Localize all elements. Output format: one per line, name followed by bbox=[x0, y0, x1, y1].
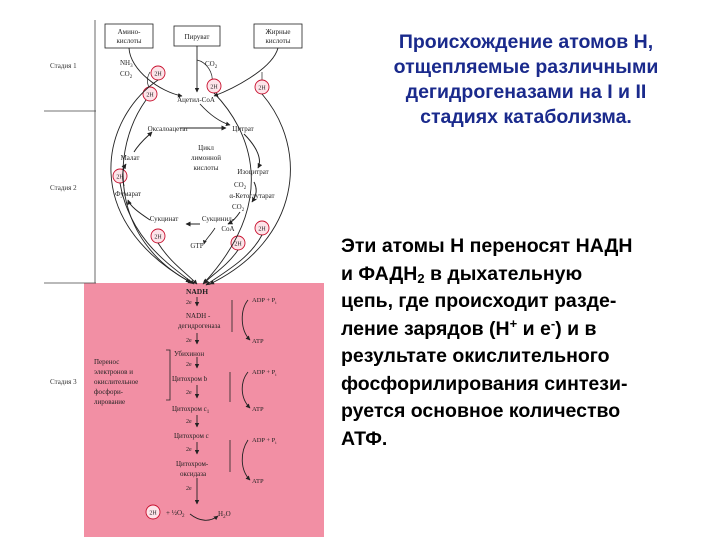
amino-acids-label-2: кислоты bbox=[117, 37, 142, 45]
stage-1-label: Стадия 1 bbox=[50, 62, 77, 70]
gtp-arrow bbox=[202, 227, 216, 245]
half-o2-label: + ½O2 bbox=[166, 509, 185, 519]
svg-text:2e: 2e bbox=[186, 390, 192, 396]
transfer-label-5: лирование bbox=[94, 398, 125, 406]
slide-title: Происхождение атомов Н, отщепляемые разл… bbox=[336, 30, 716, 130]
catabolism-diagram: Стадия 1 Стадия 2 Стадия 3 Амино- кислот… bbox=[44, 20, 324, 537]
succinate-label: Сукцинат bbox=[150, 215, 179, 223]
desc-line-5: результате окислительного bbox=[341, 345, 610, 367]
ubiquinone-label: Убихинон bbox=[174, 350, 204, 358]
chain-bracket-lines bbox=[229, 300, 233, 472]
desc-line-7: руется основное количество bbox=[341, 400, 621, 422]
cytochrome-oxidase-label-2: оксидаза bbox=[180, 470, 207, 478]
desc-line-3: цепь, где происходит разде- bbox=[341, 290, 617, 312]
stage-3-label: Стадия 3 bbox=[50, 378, 77, 386]
isocitrate-label: Изоцитрат bbox=[237, 168, 268, 176]
svg-text:2e: 2e bbox=[186, 486, 192, 492]
co2-label-cycle-2: CO2 bbox=[232, 203, 245, 213]
succinyl-coa-label-2: СоА bbox=[221, 225, 234, 233]
nadh-dehydrogenase-label-2: дегидрогеназа bbox=[178, 322, 221, 330]
stage-2-label: Стадия 2 bbox=[50, 184, 77, 192]
cytochrome-b-label: Цитохром b bbox=[172, 375, 208, 383]
svg-text:2H: 2H bbox=[258, 86, 266, 92]
svg-text:2e: 2e bbox=[186, 362, 192, 368]
svg-text:2H: 2H bbox=[116, 175, 124, 181]
svg-text:2H: 2H bbox=[210, 85, 218, 91]
desc-line-8: АТФ. bbox=[341, 427, 388, 450]
svg-text:2e: 2e bbox=[186, 419, 192, 425]
ketoglutarate-label: α-Кетоглутарат bbox=[229, 192, 274, 200]
svg-text:2H: 2H bbox=[258, 227, 266, 233]
adp-label-2: ADP + Pi bbox=[252, 369, 277, 377]
transfer-label-3: окислительное bbox=[94, 378, 138, 386]
adp-atp-arrows bbox=[241, 299, 251, 481]
title-line-3: дегидрогеназами на I и II bbox=[405, 81, 647, 103]
svg-text:2H: 2H bbox=[154, 235, 162, 241]
two-h-circle-fatty: 2H bbox=[254, 79, 270, 95]
amino-acids-label-1: Амино- bbox=[118, 28, 141, 36]
nadh-label: NADH bbox=[186, 287, 208, 296]
desc-line-6: фосфорилирования синтези- bbox=[341, 372, 628, 395]
stage-boundaries bbox=[44, 20, 96, 284]
adp-label-3: ADP + Pi bbox=[252, 437, 277, 445]
cytochrome-oxidase-label-1: Цитохром- bbox=[176, 460, 209, 468]
atp-label-1: ATP bbox=[252, 338, 264, 345]
desc-line-4: ление зарядов (Н+ и е-) и в bbox=[341, 315, 597, 340]
two-h-circle-malate: 2H bbox=[112, 168, 128, 184]
two-h-circle-ketoglutarate: 2H bbox=[254, 220, 270, 236]
two-h-circle-pyruvate: 2H bbox=[206, 78, 222, 94]
fatty-acids-label-1: Жирные bbox=[265, 28, 290, 36]
two-h-circle-oxygen: 2H bbox=[145, 504, 161, 520]
co2-label-stage1-left: CO2 bbox=[120, 70, 133, 80]
gtp-label: GTP bbox=[190, 242, 203, 250]
citrate-label: Цитрат bbox=[232, 125, 253, 133]
desc-line-1: Эти атомы Н переносят НАДН bbox=[341, 235, 633, 257]
fatty-acids-label-2: кислоты bbox=[266, 37, 291, 45]
svg-text:2H: 2H bbox=[149, 511, 157, 517]
co2-label-stage1-right: CO2 bbox=[205, 60, 218, 70]
adp-label-1: ADP + Pi bbox=[252, 297, 277, 305]
cycle-center-1: Цикл bbox=[198, 144, 214, 152]
cycle-center-2: лимонной bbox=[191, 154, 221, 162]
stage3-background bbox=[84, 283, 324, 537]
svg-text:2e: 2e bbox=[186, 338, 192, 344]
h2o-label: H2O bbox=[218, 510, 231, 520]
co2-label-cycle-1: CO2 bbox=[234, 181, 247, 191]
malate-label: Малат bbox=[121, 154, 140, 162]
transfer-label-4: фосфори- bbox=[94, 388, 124, 396]
two-h-circle-amino: 2H bbox=[150, 65, 166, 81]
cycle-center-3: кислоты bbox=[194, 164, 219, 172]
title-line-1: Происхождение атомов Н, bbox=[398, 31, 654, 53]
svg-text:2H: 2H bbox=[234, 242, 242, 248]
nh3-label: NH3 bbox=[120, 59, 133, 69]
hydrogen-flow-arrows bbox=[110, 79, 291, 286]
transfer-bracket bbox=[166, 349, 171, 401]
cytochrome-c1-label: Цитохром c1 bbox=[172, 405, 210, 415]
oxaloacetate-label: Оксалоацетат bbox=[148, 125, 189, 133]
fumarate-label: Фумарат bbox=[115, 190, 141, 198]
svg-text:2H: 2H bbox=[154, 72, 162, 78]
water-formation-arrow bbox=[189, 513, 219, 521]
title-line-2: отщепляемые различными bbox=[393, 56, 659, 78]
slide-description: Эти атомы Н переносят НАДН и ФАДН2 в дых… bbox=[341, 233, 713, 453]
title-line-4: стадиях катаболизма. bbox=[420, 106, 632, 128]
succinyl-coa-label-1: Сукцинил- bbox=[202, 215, 235, 223]
pyruvate-label: Пируват bbox=[185, 33, 210, 41]
two-h-circles: 2H 2H 2H 2H 2H 2H 2H 2H bbox=[112, 65, 270, 251]
atp-label-2: ATP bbox=[252, 406, 264, 413]
transfer-label-2: электронов и bbox=[94, 368, 133, 376]
two-h-circle-acetyl-left: 2H bbox=[142, 86, 158, 102]
acetyl-coa-label: Ацетил-СоА bbox=[177, 96, 215, 104]
desc-line-2: и ФАДН2 в дыхательную bbox=[341, 262, 583, 286]
two-h-circle-succinate: 2H bbox=[150, 228, 166, 244]
cytochrome-c-label: Цитохром c bbox=[174, 432, 209, 440]
atp-label-3: ATP bbox=[252, 478, 264, 485]
nadh-dehydrogenase-label-1: NADH - bbox=[186, 312, 211, 320]
svg-text:2e: 2e bbox=[186, 300, 192, 306]
svg-text:2H: 2H bbox=[146, 93, 154, 99]
two-e-labels: 2e 2e 2e 2e 2e 2e 2e bbox=[186, 300, 192, 492]
svg-text:2e: 2e bbox=[186, 447, 192, 453]
transfer-label-1: Перенос bbox=[94, 358, 119, 366]
